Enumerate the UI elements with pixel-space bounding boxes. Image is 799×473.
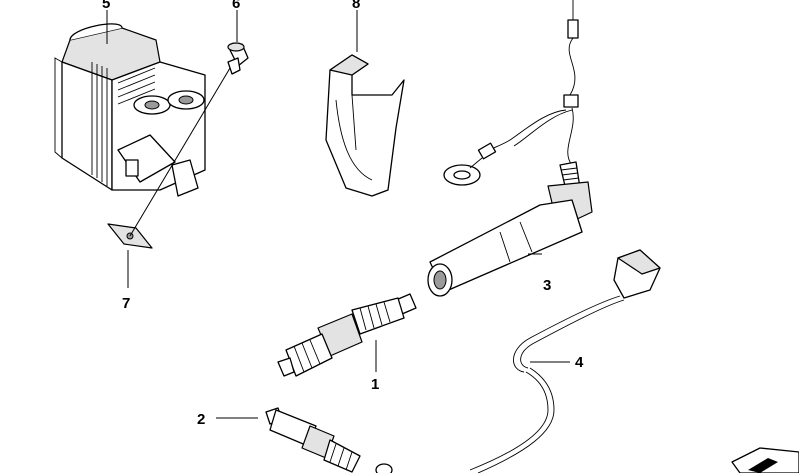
callout-6: 6	[232, 0, 240, 12]
spark-plug-connector	[427, 0, 593, 297]
callout-8: 8	[352, 0, 360, 12]
callout-3: 3	[543, 277, 551, 294]
ignition-cable	[469, 249, 661, 473]
callout-4: 4	[575, 354, 584, 371]
ignition-coil	[54, 23, 206, 197]
callout-2: 2	[197, 411, 205, 428]
callout-1: 1	[371, 376, 379, 393]
rubber-plug	[227, 42, 249, 75]
leader-lines	[106, 10, 570, 419]
spark-plug-large	[277, 293, 417, 377]
callout-7: 7	[122, 295, 130, 312]
callout-5: 5	[102, 0, 110, 12]
clip-guide-line	[129, 67, 231, 237]
cable-holder	[325, 54, 405, 197]
spark-plug-small	[265, 407, 393, 473]
orientation-arrow-icon	[731, 447, 799, 473]
